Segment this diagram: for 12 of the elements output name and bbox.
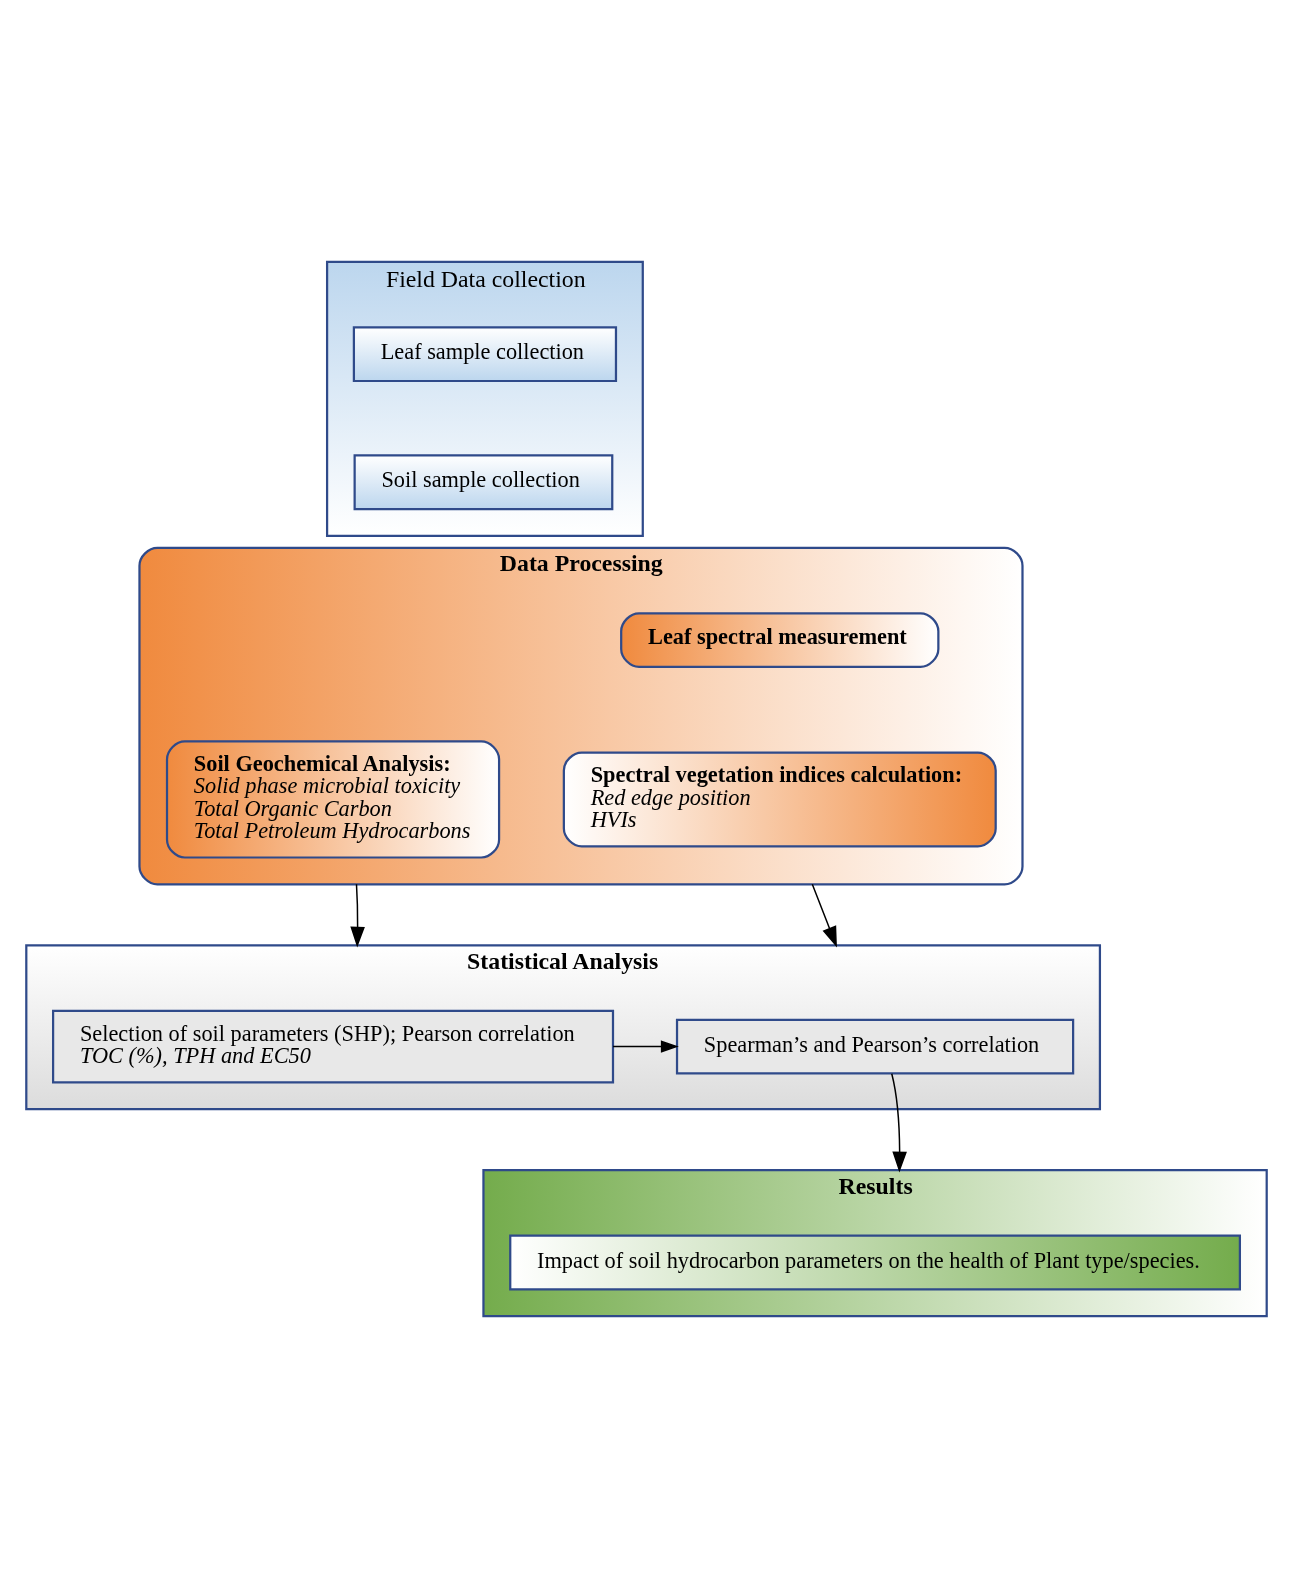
node-box: Spearman’s and Pearson’s correlation xyxy=(675,1018,1075,1075)
node-box: Leaf sample collection xyxy=(352,325,618,382)
node-box: Spectral vegetation indices calculation: Red edge position HVIs xyxy=(562,750,997,847)
arrow xyxy=(350,883,365,948)
node-box: Soil Geochemical Analysis: Solid phase microbial toxicity Total Organic Carbon Total Petroleum Hydrocarbons xyxy=(165,739,501,859)
arrow xyxy=(891,1072,907,1172)
arrow xyxy=(811,883,837,947)
node-box: Impact of soil hydrocarbon parameters on the health of Plant type/species. xyxy=(509,1234,1241,1290)
node-box: Selection of soil parameters (SHP); Pearson correlation TOC (%), TPH and EC50 xyxy=(52,1009,615,1083)
node-box: Leaf spectral measurement xyxy=(620,611,940,668)
arrow xyxy=(612,1039,679,1053)
node-box: Soil sample collection xyxy=(353,453,614,510)
